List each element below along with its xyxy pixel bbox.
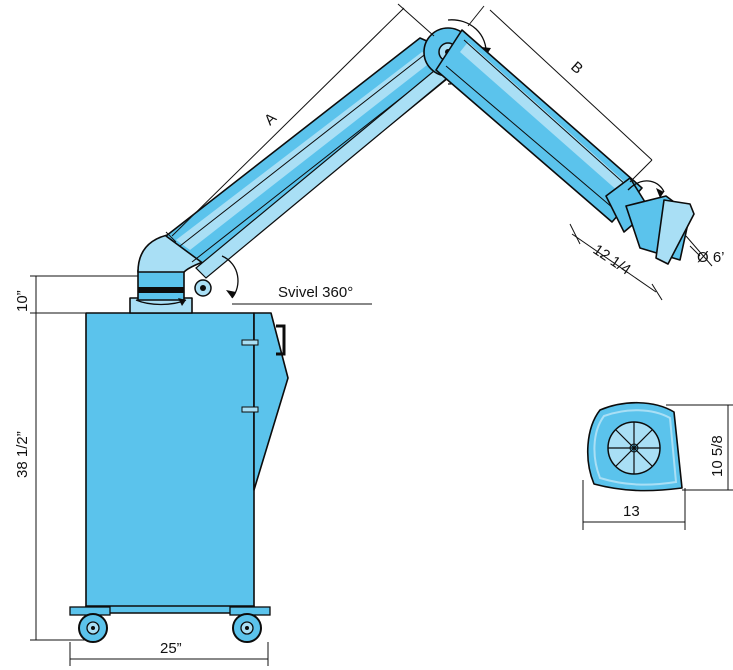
label-hood-diameter: Ø 6’ (697, 249, 725, 266)
wheel-right (229, 606, 271, 643)
label-arm-b: B (567, 58, 586, 77)
arm-b-hose (435, 29, 643, 223)
swivel-pipe (137, 269, 185, 301)
arm-a-support (195, 65, 454, 279)
dimension-lines (30, 3, 713, 666)
arm-a-hose-highlight (176, 52, 436, 250)
base-plate (85, 605, 255, 614)
label-hood-height: 10 5/8 (709, 435, 726, 477)
label-cabinet-height: 38 1/2” (14, 431, 31, 478)
label-hood-depth: 12 1/4 (590, 241, 634, 278)
hood-front-view (582, 401, 733, 530)
hood-rim (655, 199, 695, 265)
handle-icon (276, 324, 286, 356)
swivel-base (129, 233, 217, 314)
label-cabinet-width: 25” (160, 640, 182, 657)
arm-a-hose (165, 37, 471, 271)
label-base-height: 10” (14, 290, 31, 312)
label-hood-width: 13 (623, 503, 640, 520)
cabinet-body (85, 312, 255, 610)
fan-icon (607, 421, 661, 475)
cabinet-door (253, 312, 289, 491)
hinge-top (241, 339, 259, 346)
arm-b (435, 29, 643, 223)
arm-a (135, 37, 471, 306)
label-swivel: Svivel 360° (278, 284, 353, 301)
wheel-left (69, 606, 111, 643)
hinge-bottom (241, 406, 259, 413)
swivel-arrow-icon (627, 180, 665, 193)
label-arm-a: A (261, 110, 280, 129)
hood (605, 177, 695, 265)
cabinet (85, 312, 289, 614)
